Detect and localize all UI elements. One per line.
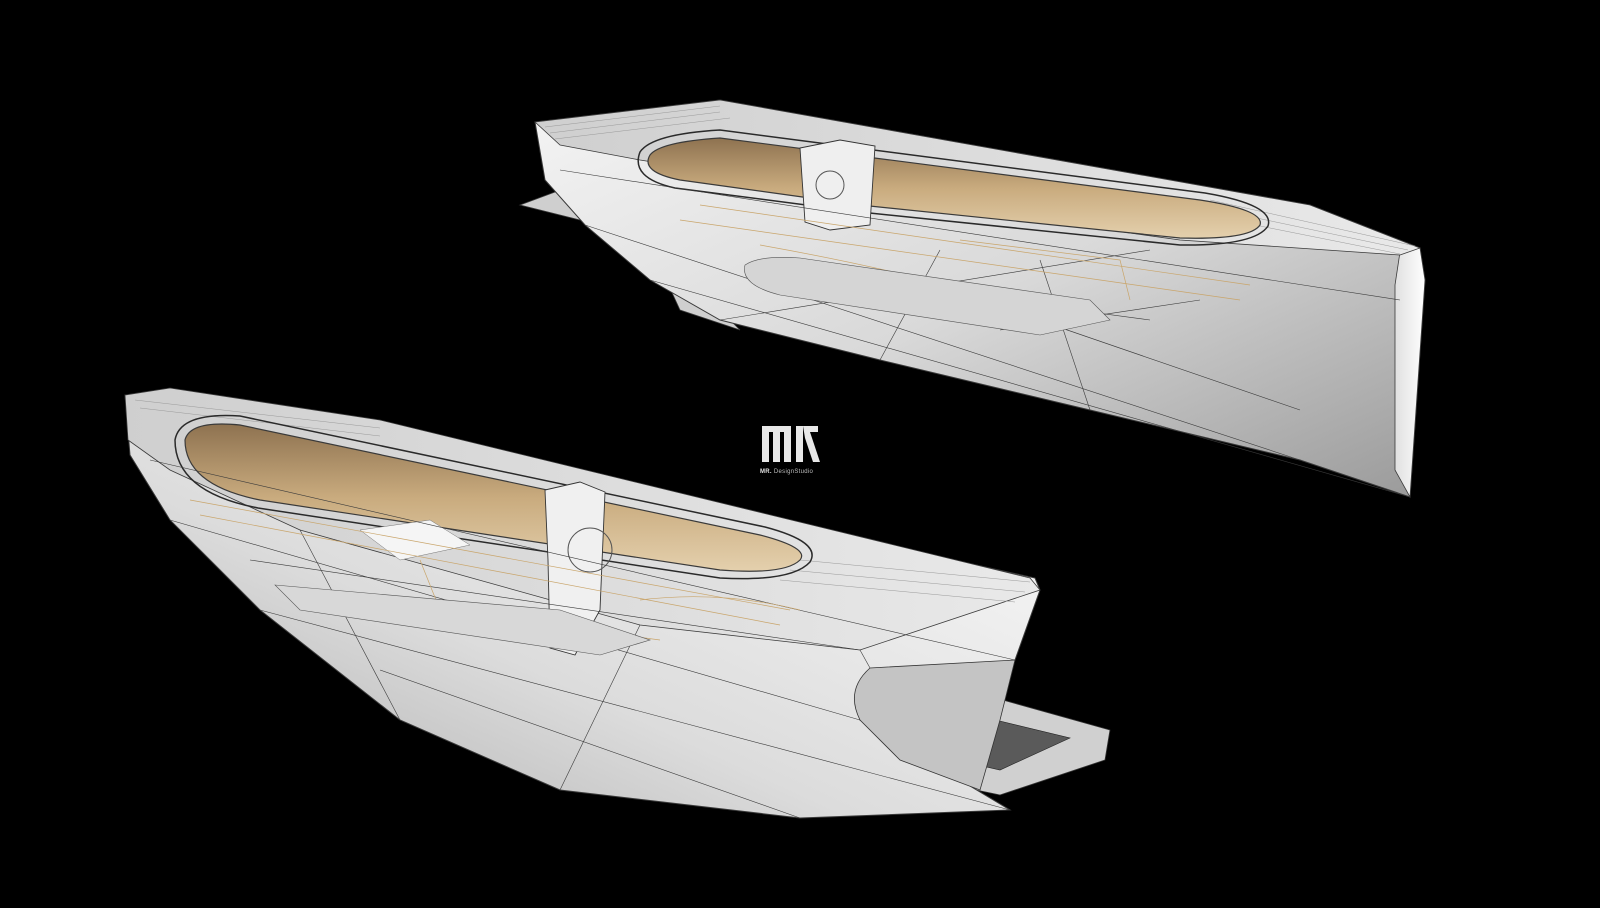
steering-wheel-icon bbox=[567, 527, 613, 573]
steering-wheel-icon bbox=[815, 170, 845, 200]
hull-wireframe bbox=[149, 459, 1016, 819]
floor-panel bbox=[744, 257, 1111, 336]
transom bbox=[1394, 247, 1426, 499]
floor-highlight bbox=[359, 519, 471, 561]
cockpit-rim bbox=[637, 129, 1270, 246]
cockpit-rim bbox=[174, 414, 813, 580]
studio-name: DesignStudio bbox=[773, 469, 814, 475]
floor-panel bbox=[274, 584, 651, 656]
logo-caption: MR. DesignStudio bbox=[760, 469, 850, 475]
stern-tunnel bbox=[853, 659, 1016, 791]
studio-logo: MR. DesignStudio bbox=[760, 424, 850, 475]
boat-bottom-view bbox=[124, 387, 1111, 819]
hull-wireframe bbox=[559, 169, 1411, 498]
helm-console bbox=[799, 139, 876, 231]
deck-planking bbox=[134, 399, 1031, 603]
brand-name: MR. bbox=[760, 469, 772, 475]
mr-logo-icon bbox=[762, 426, 820, 462]
boat-top-view bbox=[518, 99, 1426, 499]
cockpit-interior bbox=[184, 423, 803, 572]
